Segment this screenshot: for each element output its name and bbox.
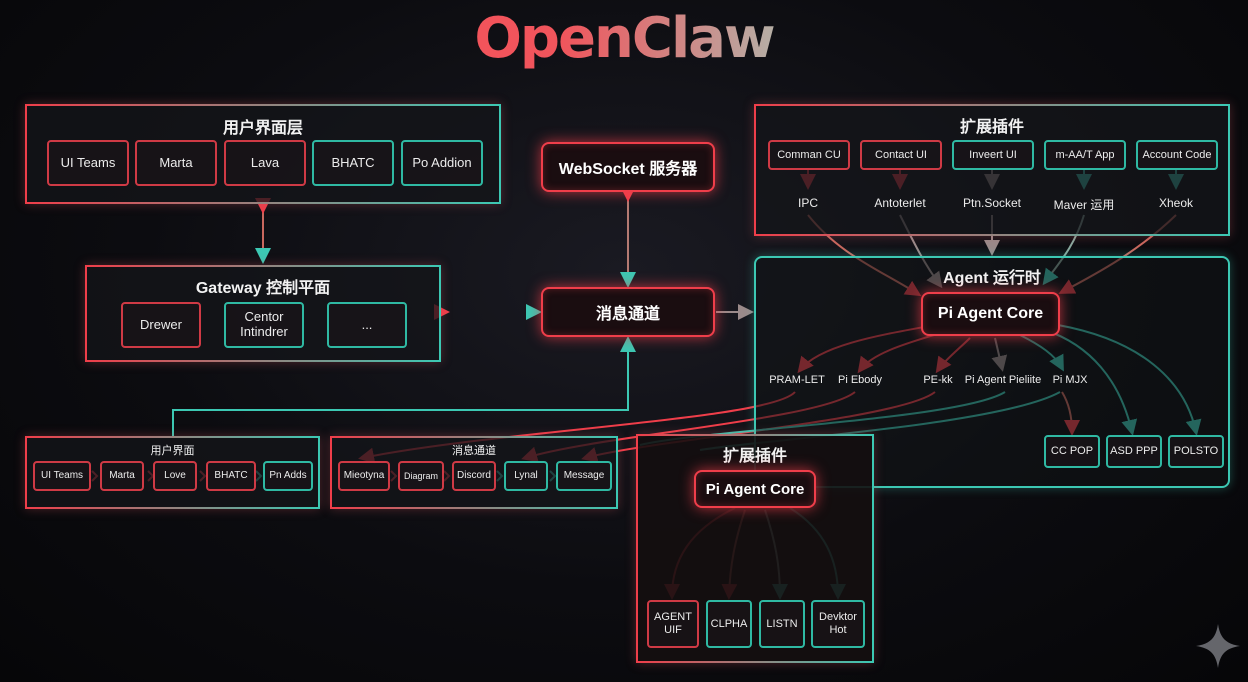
ext-plugins-bottom-title: 扩展插件 — [722, 448, 787, 465]
gateway-item[interactable]: ... — [327, 302, 407, 348]
agent-runtime-title: Agent 运行时 — [943, 270, 1041, 287]
msg-bottom-item[interactable]: Message — [556, 461, 612, 491]
message-channel-node[interactable]: 消息通道 — [541, 287, 715, 337]
gateway-panel: Gateway 控制平面 Drewer Centor Intindrer ... — [85, 265, 441, 362]
ui-layer-item[interactable]: BHATC — [312, 140, 394, 186]
ui-layer-item[interactable]: Marta — [135, 140, 217, 186]
pi-agent-core-node[interactable]: Pi Agent Core — [921, 292, 1060, 336]
plugin-leaf[interactable]: AGENT UIF — [647, 600, 699, 648]
websocket-server-node[interactable]: WebSocket 服务器 — [541, 142, 715, 192]
gateway-title: Gateway 控制平面 — [195, 280, 331, 297]
agent-leaf[interactable]: POLSTO — [1168, 435, 1224, 468]
plugin-output-label: Maver 运用 — [1053, 198, 1115, 212]
agent-leaf[interactable]: ASD PPP — [1106, 435, 1162, 468]
ext-plugins-top-title: 扩展插件 — [959, 119, 1024, 136]
agent-leaf[interactable]: CC POP — [1044, 435, 1100, 468]
gateway-item[interactable]: Drewer — [121, 302, 201, 348]
ui-layer-title: 用户界面层 — [222, 120, 303, 137]
msg-bottom-title: 消息通道 — [452, 445, 496, 457]
plugin-output-label: Ptn.Socket — [962, 196, 1022, 210]
plugin-item[interactable]: Inveert UI — [952, 140, 1034, 170]
ui-bottom-title: 用户界面 — [150, 445, 195, 457]
msg-bottom-item[interactable]: Discord — [452, 461, 496, 491]
agent-branch-label: Pi Agent Pieliite — [964, 374, 1042, 386]
agent-branch-label: Pi MJX — [1052, 374, 1088, 386]
ui-layer-item[interactable]: Lava — [224, 140, 306, 186]
ui-bottom-item[interactable]: Marta — [100, 461, 144, 491]
agent-branch-label: PE-kk — [923, 374, 953, 386]
msg-bottom-panel: 消息通道 Mieotyna Diagram Discord Lynal Mess… — [330, 436, 618, 509]
agent-branch-label: PRAM-LET — [769, 374, 825, 386]
app-title: OpenClaw — [0, 6, 1248, 71]
ui-bottom-item[interactable]: BHATC — [206, 461, 256, 491]
agent-branch-label: Pi Ebody — [837, 374, 883, 386]
ui-bottom-item[interactable]: UI Teams — [33, 461, 91, 491]
sparkle-icon — [1196, 624, 1240, 668]
ui-bottom-item[interactable]: Pn Adds — [263, 461, 313, 491]
ui-bottom-panel: 用户界面 UI Teams Marta Love BHATC Pn Adds — [25, 436, 320, 509]
plugin-item[interactable]: m-AA/T App — [1044, 140, 1126, 170]
ui-layer-item[interactable]: Po Addion — [401, 140, 483, 186]
plugin-item[interactable]: Account Code — [1136, 140, 1218, 170]
plugin-item[interactable]: Comman CU — [768, 140, 850, 170]
plugin-output-label: Xheok — [1158, 196, 1194, 210]
plugin-leaf[interactable]: CLPHA — [706, 600, 752, 648]
pi-agent-core-node-bottom[interactable]: Pi Agent Core — [694, 470, 816, 508]
msg-bottom-item[interactable]: Mieotyna — [338, 461, 390, 491]
plugin-output-label: IPC — [797, 196, 819, 210]
ui-bottom-item[interactable]: Love — [153, 461, 197, 491]
plugin-item[interactable]: Contact UI — [860, 140, 942, 170]
ext-plugins-top-panel: 扩展插件 Comman CU Contact UI Inveert UI m-A… — [754, 104, 1230, 236]
ui-layer-item[interactable]: UI Teams — [47, 140, 129, 186]
plugin-leaf[interactable]: Devktor Hot — [811, 600, 865, 648]
plugin-leaf[interactable]: LISTN — [759, 600, 805, 648]
msg-bottom-item[interactable]: Lynal — [504, 461, 548, 491]
gateway-item[interactable]: Centor Intindrer — [224, 302, 304, 348]
ui-layer-panel: 用户界面层 UI Teams Marta Lava BHATC Po Addio… — [25, 104, 501, 204]
msg-bottom-item[interactable]: Diagram — [398, 461, 444, 491]
plugin-output-label: Antoterlet — [874, 196, 926, 210]
